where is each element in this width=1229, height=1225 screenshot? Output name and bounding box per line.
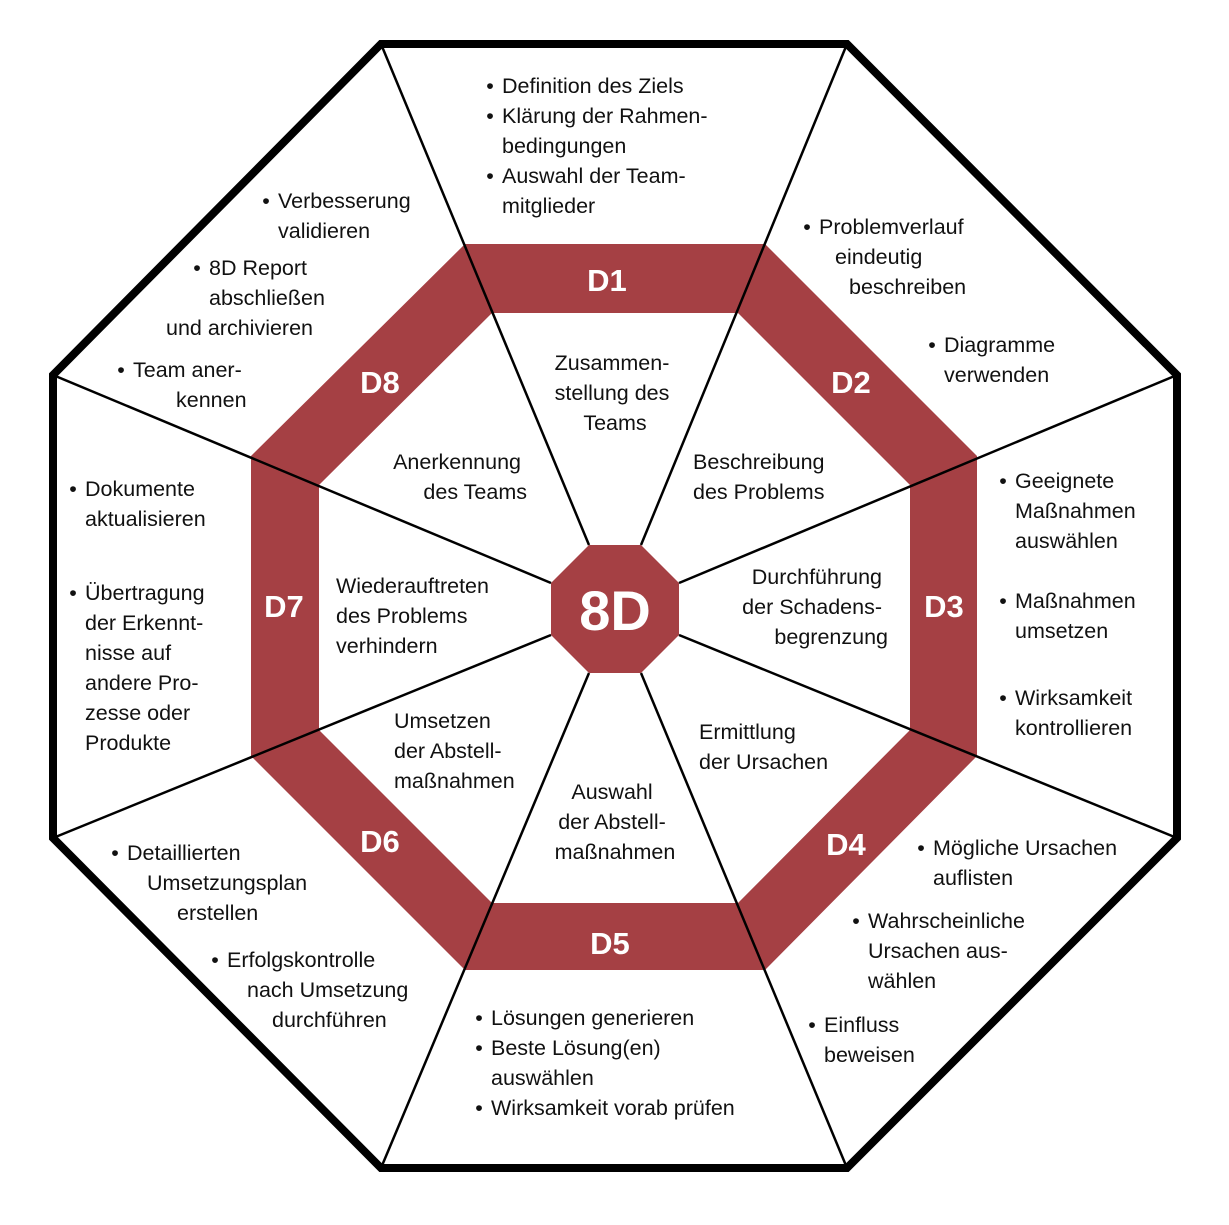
step-bullets: • Definition des Ziels • Klärung der Rahmen… — [69, 74, 1135, 1120]
step-code-d7: D7 — [264, 589, 304, 624]
bullet-item: Beste Lösung(en)auswählen — [491, 1036, 661, 1090]
step-title-d3: Durchführung der Schadens- begrenzung — [742, 565, 888, 649]
bullets-d1: • Definition des Ziels • Klärung der Rahmen… — [486, 74, 707, 218]
bullet-dot: • — [917, 836, 925, 860]
bullet-item: Lösungen generieren — [491, 1006, 694, 1030]
center-label: 8D — [579, 579, 651, 642]
step-code-d2: D2 — [831, 365, 871, 400]
bullet-item: Auswahl der Team-mitglieder — [502, 164, 686, 218]
bullet-dot: • — [999, 686, 1007, 710]
segment-dividers — [52, 43, 1178, 1169]
bullet-dot: • — [475, 1006, 483, 1030]
bullet-dot: • — [111, 841, 119, 865]
divider-line-7 — [52, 633, 552, 840]
divider-line-3 — [678, 373, 1178, 585]
step-title-d1: Zusammen- stellung des Teams — [555, 351, 676, 435]
bullet-dot: • — [262, 189, 270, 213]
step-code-d4: D4 — [826, 827, 866, 862]
bullet-dot: • — [486, 74, 494, 98]
step-title-d4: Ermittlung der Ursachen — [699, 720, 828, 774]
step-title-d7: Wiederauftreten des Problems verhindern — [336, 574, 495, 658]
bullet-dot: • — [486, 104, 494, 128]
divider-line-2 — [639, 43, 849, 546]
bullet-dot: • — [999, 469, 1007, 493]
bullet-dot: • — [117, 358, 125, 382]
bullet-dot: • — [486, 164, 494, 188]
divider-line-8 — [52, 373, 552, 585]
divider-line-4 — [678, 633, 1178, 840]
bullet-item: Klärung der Rahmen-bedingungen — [502, 104, 708, 158]
step-title-d8: Anerkennung des Teams — [393, 450, 527, 504]
step-code-d5: D5 — [590, 926, 630, 961]
step-title-d2: Beschreibung des Problems — [693, 450, 830, 504]
step-code-d3: D3 — [924, 589, 964, 624]
bullet-dot: • — [211, 948, 219, 972]
step-code-d6: D6 — [360, 824, 400, 859]
center-8d-octagon — [551, 545, 679, 673]
divider-line-1 — [379, 43, 591, 546]
divider-line-6 — [379, 672, 591, 1169]
bullet-dot: • — [69, 477, 77, 501]
bullet-dot: • — [928, 333, 936, 357]
bullet-dot: • — [475, 1036, 483, 1060]
bullet-dot: • — [803, 215, 811, 239]
bullets-d5: • Lösungen generieren • Beste Lösung(en)aus… — [475, 1006, 735, 1120]
divider-line-5 — [639, 672, 849, 1169]
bullet-dot: • — [475, 1096, 483, 1120]
bullet-item: Definition des Ziels — [502, 74, 684, 98]
bullet-dot: • — [999, 589, 1007, 613]
step-title-d6: Umsetzen der Abstell- maßnahmen — [394, 709, 515, 793]
bullet-dot: • — [808, 1013, 816, 1037]
bullet-dot: • — [193, 256, 201, 280]
step-code-d8: D8 — [360, 365, 400, 400]
bullet-item: Wirksamkeit vorab prüfen — [491, 1096, 735, 1120]
bullet-item: Team aner-kennen — [133, 358, 247, 412]
bullet-dot: • — [69, 581, 77, 605]
bullet-dot: • — [852, 909, 860, 933]
step-title-d5: Auswahl der Abstell- maßnahmen — [555, 780, 676, 864]
step-code-d1: D1 — [587, 263, 627, 298]
